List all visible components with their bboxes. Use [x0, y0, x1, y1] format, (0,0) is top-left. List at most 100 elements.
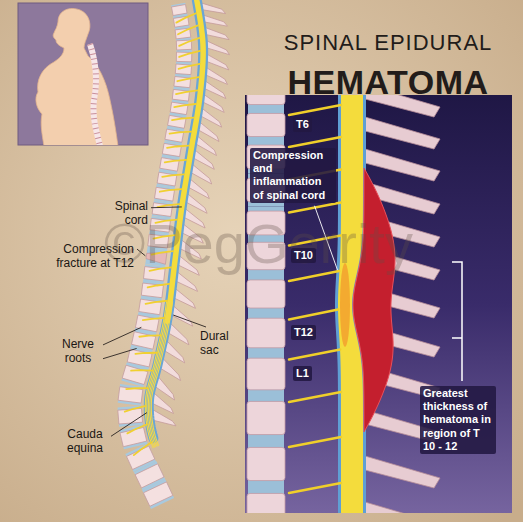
nerve-root — [165, 160, 187, 162]
body-inset — [18, 3, 148, 146]
nerve-root — [146, 301, 168, 304]
disc — [154, 185, 175, 203]
vertebra-body — [247, 493, 285, 513]
vertebra-label: L1 — [293, 366, 312, 381]
vertebra-body — [172, 5, 188, 16]
vertebra-body — [247, 358, 285, 390]
nerve-root — [134, 442, 152, 455]
nerve-root — [126, 387, 148, 390]
part-label: Nerve roots — [56, 338, 100, 366]
part-label: Spinal cord — [106, 200, 148, 228]
part-label: Cauda equina — [62, 428, 108, 456]
leader-line — [173, 315, 206, 327]
spinous-process — [193, 149, 214, 169]
disc — [157, 170, 178, 188]
nerve-root — [176, 90, 198, 94]
vertebra-body — [247, 95, 285, 105]
nerve-root — [143, 318, 165, 320]
disc — [248, 352, 284, 396]
vertebra-body — [247, 401, 285, 434]
vertebra-body — [127, 349, 152, 367]
vertebra-body — [160, 158, 179, 172]
nerve-root — [160, 189, 182, 192]
spinous-process — [202, 94, 224, 113]
nerve-root — [148, 284, 170, 288]
spinous-process — [365, 149, 440, 181]
vertebra-label: T10 — [291, 248, 316, 263]
spinous-process — [205, 67, 227, 84]
nerve-root — [179, 38, 199, 46]
disc — [248, 275, 284, 314]
spinous-process — [190, 164, 211, 184]
nerve-root — [139, 335, 161, 336]
part-label: Dural sac — [200, 330, 236, 358]
vertebra-body — [247, 280, 285, 308]
nerve-root — [135, 353, 157, 354]
vertebra-body — [157, 172, 177, 186]
disc — [248, 109, 284, 141]
disc — [248, 95, 284, 109]
nerve-root — [172, 118, 194, 120]
spinous-process — [202, 15, 227, 26]
disc — [118, 384, 144, 406]
spinous-process — [188, 178, 209, 198]
nerve-root — [176, 13, 196, 22]
vertebra-body — [247, 113, 285, 136]
spinous-process — [206, 40, 230, 54]
callout-label: Compression and inflammation of spinal c… — [250, 148, 336, 203]
disc — [248, 441, 284, 487]
inset-frame — [18, 3, 148, 145]
spinous-process — [152, 409, 176, 426]
detail-panel — [245, 95, 512, 513]
nerve-root — [289, 105, 341, 115]
disc — [141, 281, 164, 300]
spinous-process — [365, 502, 440, 513]
nerve-root — [170, 132, 192, 134]
nerve-root — [177, 77, 198, 81]
disc — [248, 313, 284, 354]
disc — [248, 487, 284, 513]
nerve-root — [289, 437, 341, 447]
spinous-process — [200, 3, 225, 14]
leader-line — [103, 327, 141, 345]
cauda-strand — [145, 300, 166, 448]
disc — [175, 62, 192, 76]
spinous-process — [206, 54, 229, 70]
spinous-process — [365, 456, 440, 488]
leader-line — [151, 206, 182, 208]
vertebra-body — [170, 102, 188, 115]
watermark: ©PegGerrity — [104, 212, 413, 276]
nerve-root — [174, 104, 196, 107]
nerve-root — [178, 25, 198, 34]
disc — [174, 75, 191, 90]
detail-illustration — [247, 95, 440, 513]
callout-label: Greatest thickness of hematoma in region… — [420, 386, 496, 454]
spinous-process — [186, 193, 208, 213]
nerve-root — [179, 51, 200, 57]
nerve-root — [289, 350, 340, 360]
vertebra-body — [135, 315, 159, 332]
cord-inflammation — [340, 263, 350, 347]
spinous-process — [365, 117, 440, 149]
disc — [165, 127, 184, 144]
disc — [248, 395, 284, 441]
spinous-process — [204, 27, 229, 39]
nerve-root — [162, 174, 184, 176]
hematoma — [353, 168, 395, 432]
vertebra-label: T12 — [291, 325, 316, 340]
vertebra-body — [247, 318, 285, 348]
mini-vertebrae — [90, 44, 100, 145]
body-silhouette — [36, 9, 118, 146]
nerve-root — [289, 392, 341, 402]
cauda-equina — [145, 300, 172, 448]
nerve-root — [131, 369, 153, 371]
nerve-root — [167, 146, 189, 148]
vertebra-body — [247, 447, 285, 480]
vertebra-body — [168, 115, 186, 128]
part-label: Compression fracture at T12 — [50, 243, 134, 271]
spinous-process — [174, 288, 196, 308]
spinous-process — [152, 392, 174, 413]
disc — [122, 363, 149, 387]
